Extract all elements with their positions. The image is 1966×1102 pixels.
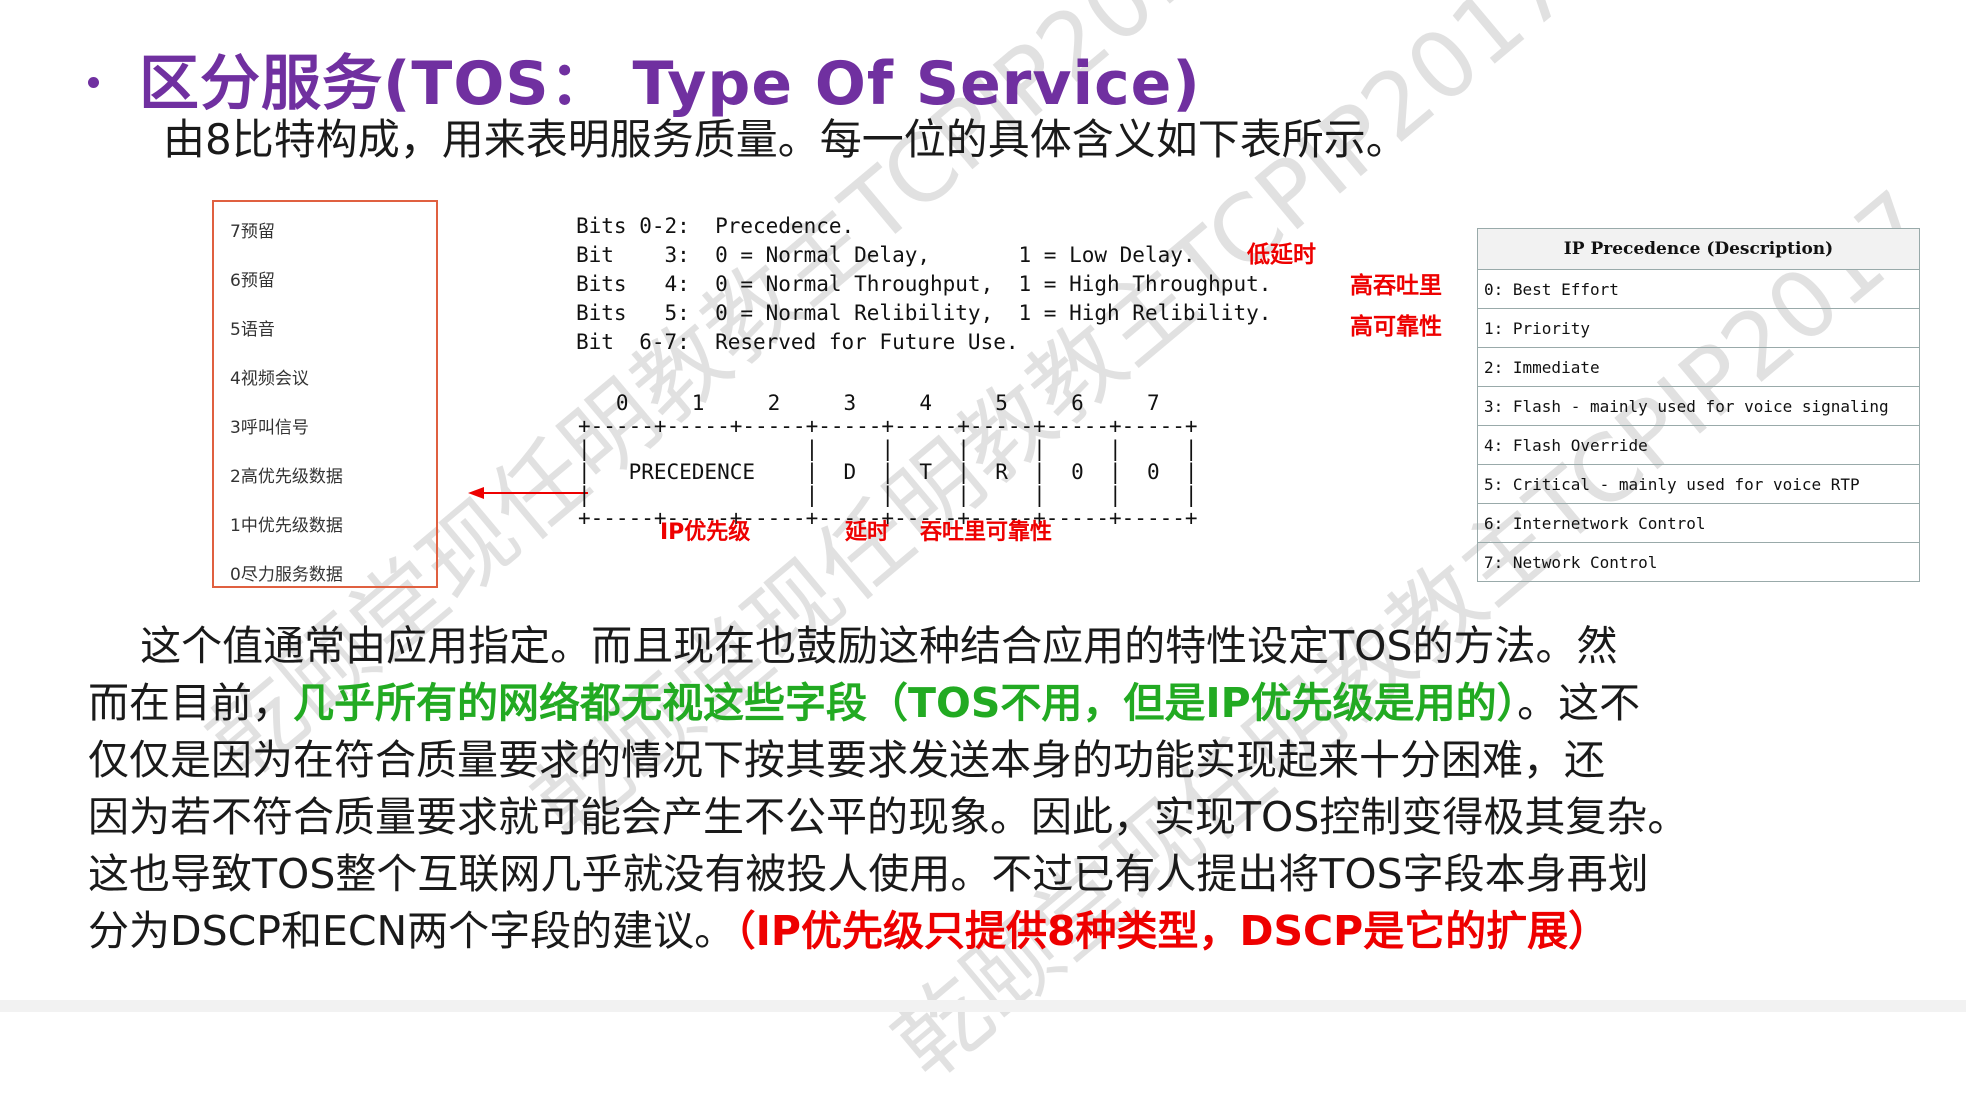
slide-title: 区分服务(TOS： Type Of Service) [139,48,1201,119]
paragraph-line: 分为DSCP和ECN两个字段的建议。（IP优先级只提供8种类型，DSCP是它的扩… [88,903,1898,960]
paragraph-text: 而在目前， [88,679,293,727]
annotation-throughput-reliability: 吞吐里可靠性 [920,520,1053,545]
paragraph-line: 因为若不符合质量要求就可能会产生不公平的现象。因此，实现TOS控制变得极其复杂。 [88,793,1689,841]
table-cell: 0: Best Effort [1477,269,1920,309]
table-row: 1: Priority [1477,308,1920,348]
table-row: 4: Flash Override [1477,425,1920,465]
paragraph-line: 仅仅是因为在符合质量要求的情况下按其要求发送本身的功能实现起来十分困难，还 [88,736,1605,784]
highlight-red-text: （IP优先级只提供8种类型，DSCP是它的扩展） [735,907,1610,955]
annotation-low-delay: 低延时 [1247,242,1316,268]
annotation-high-throughput: 高吞吐里 [1350,273,1442,299]
annotation-delay: 延时 [845,520,890,545]
diagram-line: | | | | | | | [578,437,1198,461]
highlight-green-text: 几乎所有的网络都无视这些字段（TOS不用，但是IP优先级是用的） [293,679,1518,727]
bits-line: Bits 5: 0 = Normal Relibility, 1 = High … [576,301,1272,325]
diagram-line: | | | | | | | [578,483,1198,507]
diagram-line: +-----+-----+-----+-----+-----+-----+---… [578,506,1198,530]
list-item: 5语音 [230,320,275,340]
table-cell: 2: Immediate [1477,347,1920,387]
diagram-line: 0 1 2 3 4 5 6 7 [578,391,1160,415]
bullet-icon [88,76,99,88]
table-cell: 7: Network Control [1477,542,1920,582]
table-row: 7: Network Control [1477,542,1920,582]
list-item: 7预留 [230,222,275,242]
annotation-high-reliability: 高可靠性 [1350,314,1442,340]
table-cell: 1: Priority [1477,308,1920,348]
bits-line: Bits 0-2: Precedence. [576,214,855,238]
paragraph-line: 而在目前，几乎所有的网络都无视这些字段（TOS不用，但是IP优先级是用的）。这不 [88,675,1898,732]
list-item: 3呼叫信号 [230,418,309,438]
bits-description: Bits 0-2: Precedence. Bit 3: 0 = Normal … [576,212,1271,357]
bits-line: Bit 6-7: Reserved for Future Use. [576,330,1019,354]
table-cell: 6: Internetwork Control [1477,503,1920,543]
list-item: 6预留 [230,271,275,291]
list-item: 2高优先级数据 [230,467,343,487]
bits-line: Bits 4: 0 = Normal Throughput, 1 = High … [576,272,1272,296]
table-row: 6: Internetwork Control [1477,503,1920,543]
slide-subtitle: 由8比特构成，用来表明服务质量。每一位的具体含义如下表所示。 [163,115,1408,164]
list-item: 0尽力服务数据 [230,565,343,585]
paragraph-text: 。这不 [1517,679,1641,727]
table-cell: 3: Flash - mainly used for voice signali… [1477,386,1920,426]
table-row: 0: Best Effort [1477,269,1920,309]
table-row: 3: Flash - mainly used for voice signali… [1477,386,1920,426]
table-cell: 5: Critical - mainly used for voice RTP [1477,464,1920,504]
table-row: 5: Critical - mainly used for voice RTP [1477,464,1920,504]
tos-bit-diagram: 0 1 2 3 4 5 6 7 +-----+-----+-----+-----… [578,392,1198,530]
annotation-ip-precedence: IP优先级 [660,520,751,545]
arrow-left-icon [468,487,588,499]
title-row: 区分服务(TOS： Type Of Service) [88,38,1201,119]
paragraph-line: 这个值通常由应用指定。而且现在也鼓励这种结合应用的特性设定TOS的方法。然 [88,622,1618,670]
diagram-line: | PRECEDENCE | D | T | R | 0 | 0 | [578,460,1198,484]
diagram-line: +-----+-----+-----+-----+-----+-----+---… [578,414,1198,438]
bits-line: Bit 3: 0 = Normal Delay, 1 = Low Delay. [576,243,1196,267]
bottom-band [0,1000,1966,1012]
list-item: 1中优先级数据 [230,516,343,536]
list-item: 4视频会议 [230,369,309,389]
ip-precedence-table: IP Precedence (Description) 0: Best Effo… [1477,228,1920,582]
body-paragraph: 这个值通常由应用指定。而且现在也鼓励这种结合应用的特性设定TOS的方法。然 而在… [88,618,1898,960]
table-header: IP Precedence (Description) [1477,228,1920,270]
table-row: 2: Immediate [1477,347,1920,387]
paragraph-line: 这也导致TOS整个互联网几乎就没有被投人使用。不过已有人提出将TOS字段本身再划 [88,850,1649,898]
table-cell: 4: Flash Override [1477,425,1920,465]
paragraph-text: 分为DSCP和ECN两个字段的建议。 [88,907,736,955]
bit-priority-list: 7预留 6预留 5语音 4视频会议 3呼叫信号 2高优先级数据 1中优先级数据 … [212,200,438,588]
